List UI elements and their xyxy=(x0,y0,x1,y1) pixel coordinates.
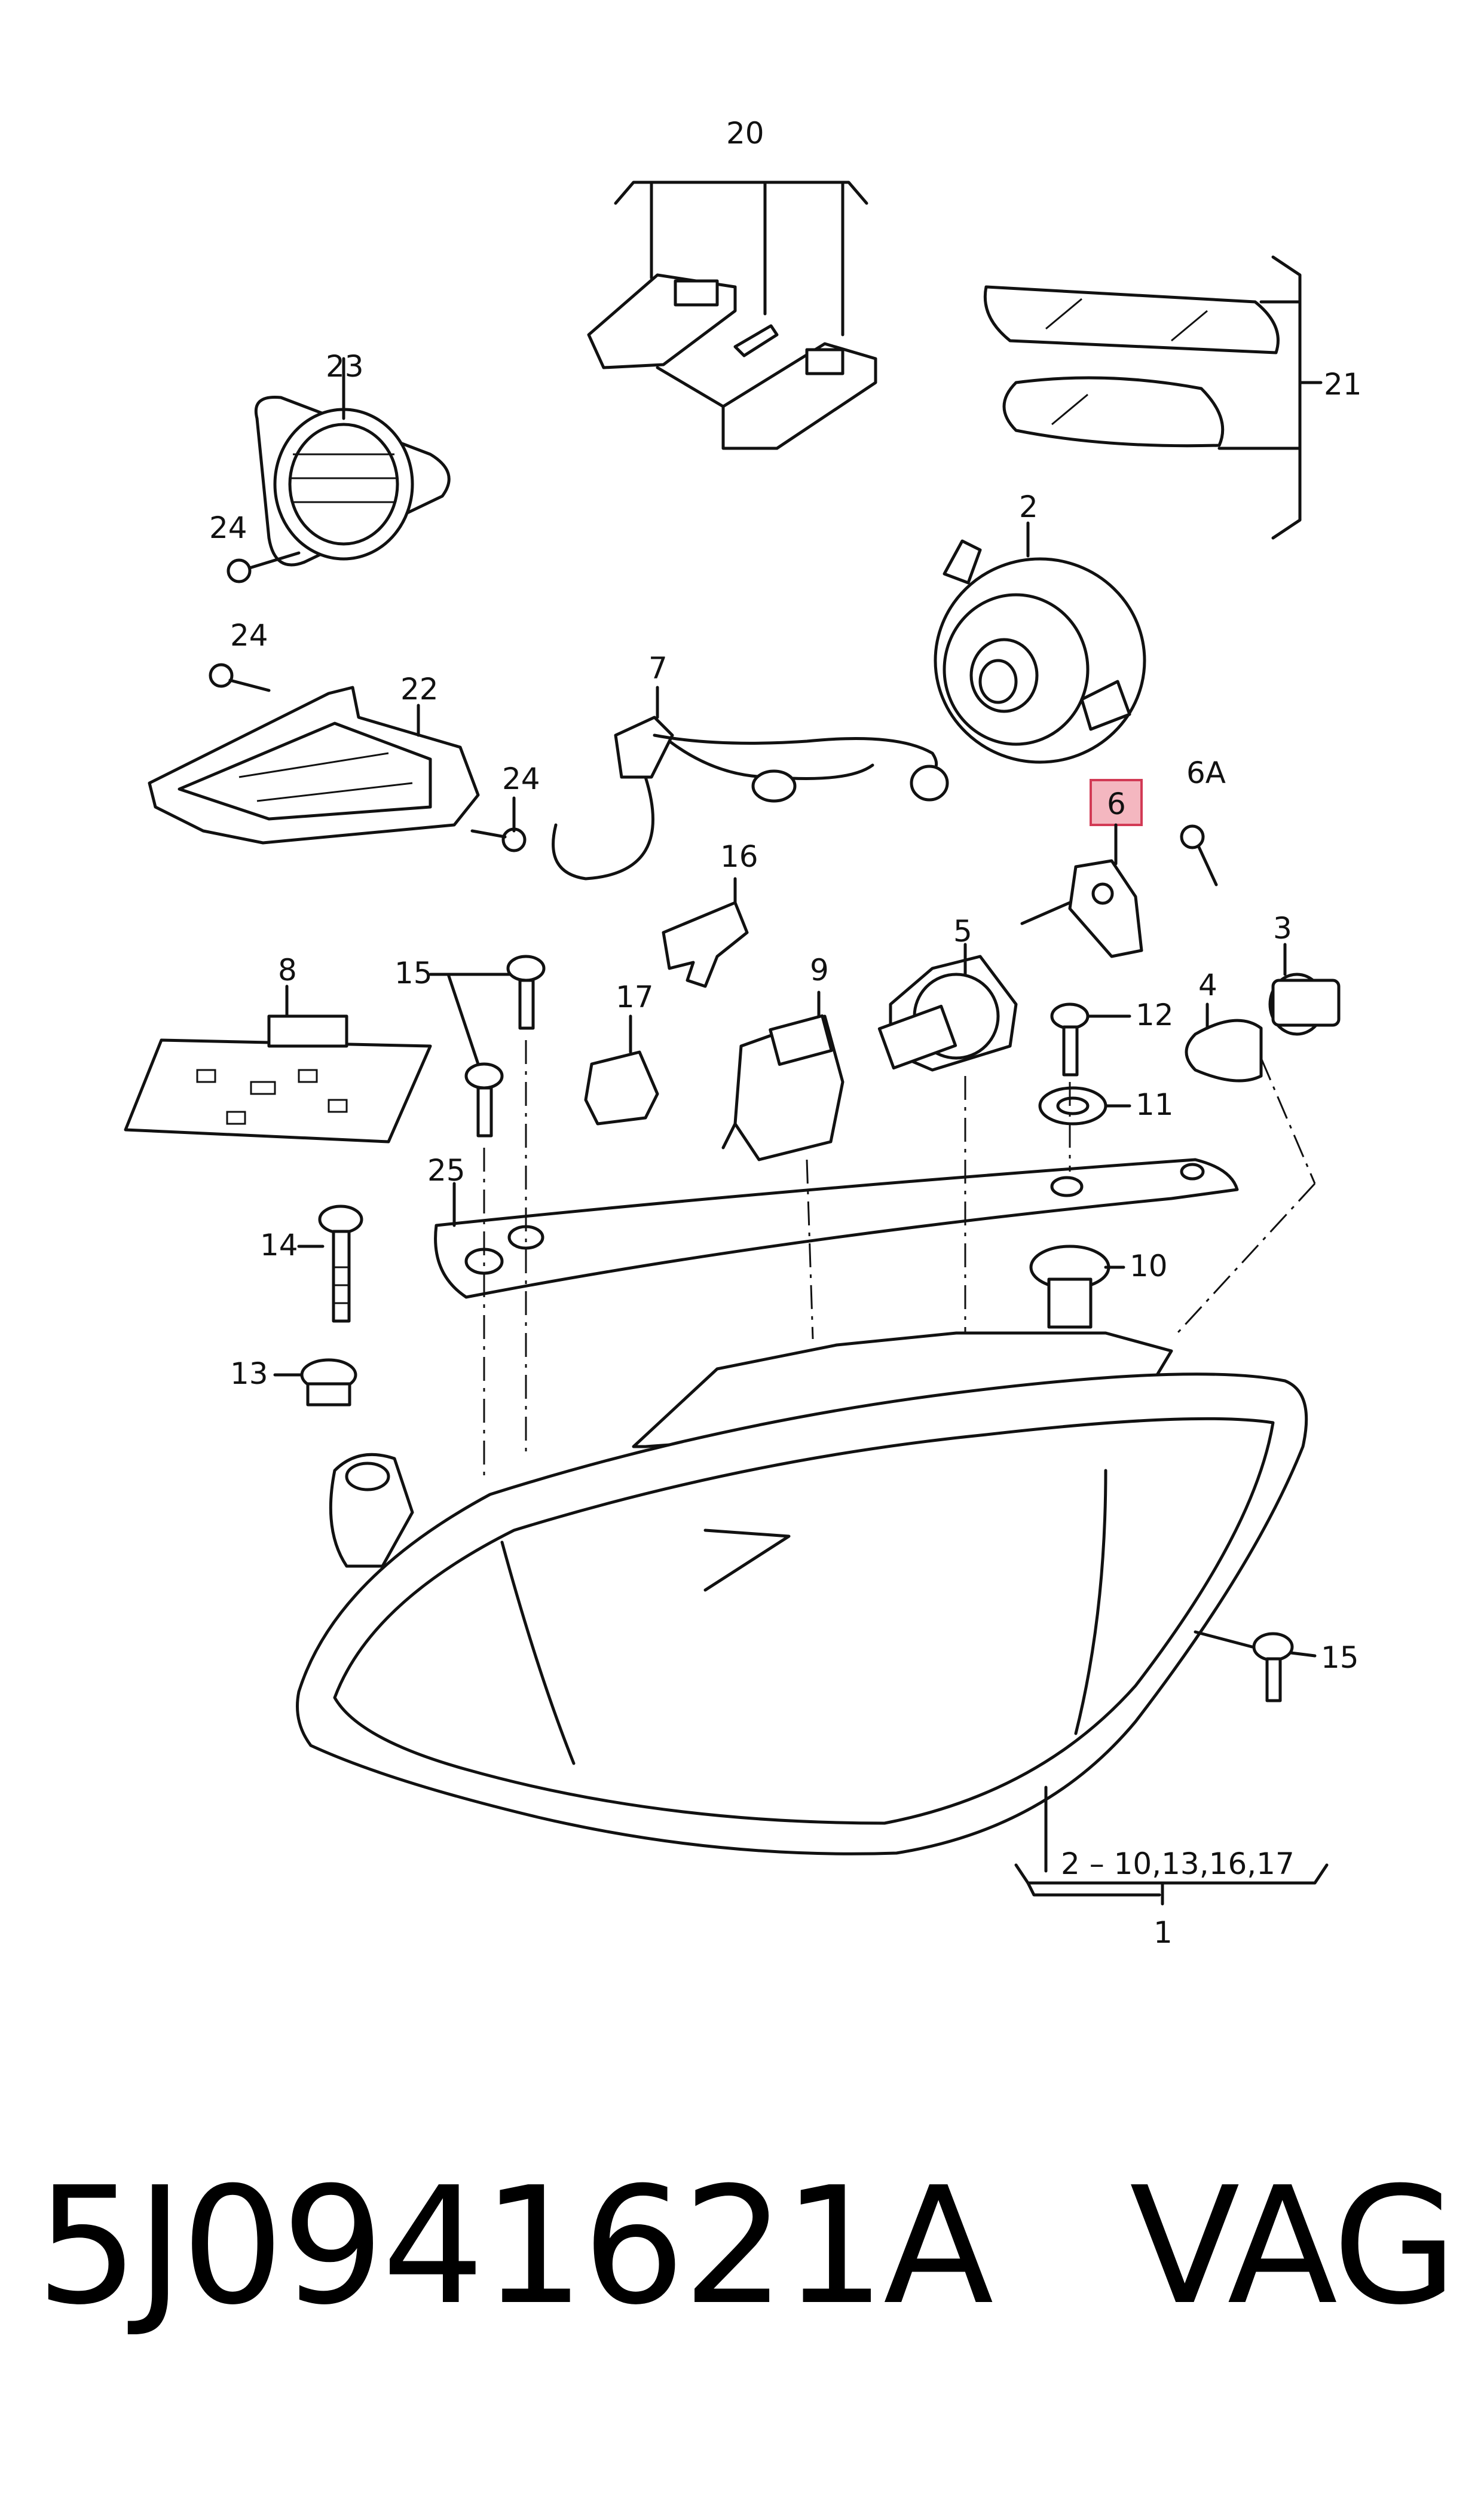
bracket-part-1 xyxy=(1014,1863,1329,1906)
part-17-bulb-socket xyxy=(584,1014,659,1126)
label-15-a: 15 xyxy=(394,956,433,990)
label-17: 17 xyxy=(616,980,654,1014)
label-12: 12 xyxy=(1136,998,1174,1032)
part-24-screw-c xyxy=(470,796,527,852)
label-15-b: 15 xyxy=(1321,1640,1359,1675)
part-3-socket xyxy=(1268,943,1341,1036)
part-5-bulb xyxy=(877,943,1018,1072)
part-20-connectors xyxy=(587,181,877,450)
label-3: 3 xyxy=(1273,911,1292,946)
part-16-cover xyxy=(662,877,749,988)
label-11: 11 xyxy=(1136,1087,1174,1122)
label-25: 25 xyxy=(427,1153,466,1188)
part-23-vent xyxy=(255,357,451,567)
label-22: 22 xyxy=(400,672,439,707)
part-15-screw-right xyxy=(1194,1630,1317,1702)
footer: 5J0941621A VAG xyxy=(36,2152,1458,2343)
part-11-grommet xyxy=(1038,1086,1131,1126)
part-25-mounting-strap xyxy=(434,1158,1239,1299)
part-6-bulb-holder-clip xyxy=(1020,779,1143,958)
part-13-grommet xyxy=(273,1358,357,1407)
part-22-bracket xyxy=(148,686,480,845)
part-7-wiring-harness xyxy=(552,686,949,881)
part-number: 5J0941621A xyxy=(36,2152,994,2340)
label-5: 5 xyxy=(953,914,972,949)
part-24-screw-b xyxy=(209,663,271,692)
label-24-c: 24 xyxy=(502,762,540,796)
label-16: 16 xyxy=(720,839,758,874)
part-1-headlight-housing xyxy=(296,1331,1308,1873)
label-8: 8 xyxy=(278,953,297,988)
label-10: 10 xyxy=(1130,1249,1168,1283)
label-20: 20 xyxy=(726,116,764,151)
part-24-screw-a xyxy=(227,551,301,583)
part-15-screws-top xyxy=(429,955,546,1138)
part-12-screw xyxy=(1050,1002,1131,1077)
label-6: 6 xyxy=(1107,787,1126,821)
label-24-b: 24 xyxy=(230,618,268,653)
part-9-adjusting-motor xyxy=(721,990,844,1161)
label-range: 2 – 10,13,16,17 xyxy=(1061,1847,1295,1881)
brand: VAG xyxy=(1130,2152,1458,2340)
exploded-parts-diagram: 20 21 23 24 24 24 xyxy=(124,116,1362,1950)
label-14: 14 xyxy=(260,1228,298,1262)
label-4: 4 xyxy=(1198,968,1217,1002)
label-24-a: 24 xyxy=(209,510,247,545)
part-21-lenses xyxy=(983,255,1323,540)
label-9: 9 xyxy=(810,953,829,988)
part-6A-screw xyxy=(1180,824,1218,886)
part-8-control-unit xyxy=(124,985,432,1144)
label-6A: 6A xyxy=(1186,756,1226,790)
label-21: 21 xyxy=(1324,367,1362,402)
part-4-bulb xyxy=(1185,1002,1263,1083)
label-2: 2 xyxy=(1019,490,1038,524)
part-14-screw xyxy=(297,1204,363,1323)
label-13: 13 xyxy=(230,1356,268,1391)
label-7: 7 xyxy=(648,651,668,686)
part-10-adjuster xyxy=(1029,1245,1125,1329)
label-1: 1 xyxy=(1153,1915,1173,1950)
part-2-cap xyxy=(934,521,1146,764)
label-23: 23 xyxy=(326,349,364,384)
